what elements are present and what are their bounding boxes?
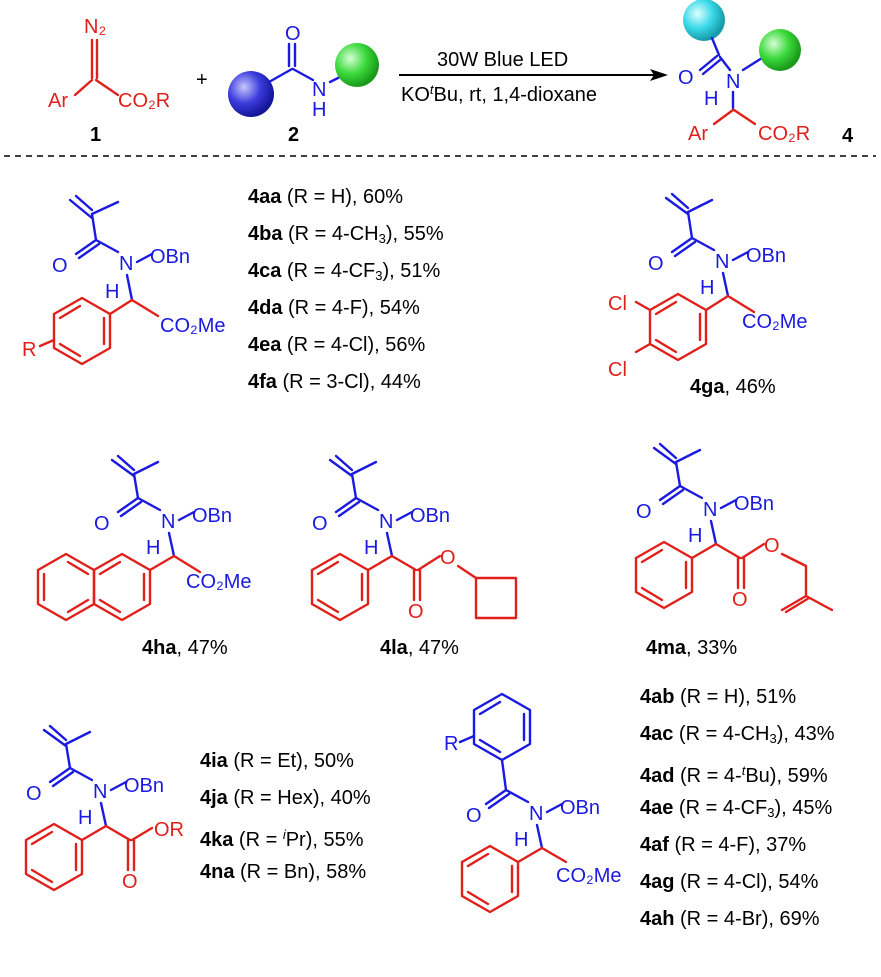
- label-obn: OBn: [410, 505, 450, 527]
- atom-co2r: CO₂R: [758, 123, 810, 145]
- atom-o: O: [648, 253, 664, 275]
- sphere-green-icon: [759, 29, 801, 71]
- compound-4ba: 4ba (R = 4-CH3), 55%: [248, 223, 444, 246]
- label-co2me: CO₂Me: [556, 865, 622, 887]
- compound-4da: 4da (R = 4-F), 54%: [248, 297, 420, 319]
- atom-h: H: [700, 277, 714, 299]
- atom-h: H: [688, 525, 702, 547]
- label-obn: OBn: [734, 493, 774, 515]
- atom-o: O: [94, 513, 110, 535]
- plus-sign: +: [196, 69, 208, 91]
- compound-4ad: 4ad (R = 4-tBu), 59%: [640, 763, 828, 787]
- label-obn: OBn: [560, 797, 600, 819]
- structure-4ga: O N OBn H CO₂Me Cl Cl: [608, 192, 808, 381]
- atom-o: O: [678, 67, 694, 89]
- series-1-list: 4aa (R = H), 60% 4ba (R = 4-CH3), 55% 4c…: [248, 186, 444, 408]
- atom-o: O: [440, 547, 456, 569]
- atom-h: H: [312, 99, 326, 121]
- atom-o: O: [312, 513, 328, 535]
- compound-4aa: 4aa (R = H), 60%: [248, 186, 404, 208]
- structure-4la: O N OBn H O O: [310, 454, 518, 623]
- compound-4af: 4af (R = 4-F), 37%: [640, 834, 807, 856]
- reagent-1-diazo: N₂ Ar CO₂R: [48, 16, 170, 112]
- atom-co2r: CO₂R: [118, 90, 170, 112]
- atom-h: H: [514, 829, 528, 851]
- compound-4ha: 4ha, 47%: [142, 637, 228, 659]
- compound-4ma: 4ma, 33%: [646, 637, 737, 659]
- compound-4la: 4la, 47%: [380, 637, 459, 659]
- compound-4ga: 4ga, 46%: [690, 376, 776, 398]
- label-or: OR: [154, 819, 184, 841]
- atom-ar: Ar: [48, 90, 68, 112]
- label-cl: Cl: [608, 359, 627, 381]
- series-3-list: 4ab (R = H), 51% 4ac (R = 4-CH3), 43% 4a…: [640, 686, 835, 945]
- label-r: R: [444, 733, 458, 755]
- sphere-blue-icon: [228, 71, 274, 117]
- label-obn: OBn: [124, 775, 164, 797]
- compound-4ja: 4ja (R = Hex), 40%: [200, 787, 371, 809]
- compound-4ab: 4ab (R = H), 51%: [640, 686, 797, 708]
- atom-n: N: [312, 79, 326, 101]
- atom-o: O: [732, 589, 748, 611]
- atom-n2: N₂: [84, 16, 106, 38]
- structure-series-3: R O N OBn H CO₂Me: [444, 692, 622, 914]
- label-obn: OBn: [150, 246, 190, 268]
- label-co2me: CO₂Me: [186, 571, 252, 593]
- label-obn: OBn: [192, 505, 232, 527]
- atom-o: O: [122, 871, 138, 893]
- sphere-green-icon: [335, 43, 379, 87]
- atom-h: H: [146, 537, 160, 559]
- atom-o: O: [466, 805, 482, 827]
- label-obn: OBn: [746, 245, 786, 267]
- atom-n: N: [93, 781, 107, 803]
- sphere-cyan-icon: [683, 0, 725, 41]
- product-number: 4: [842, 125, 854, 147]
- reagent-2-number: 2: [288, 124, 299, 146]
- atom-n: N: [703, 499, 717, 521]
- label-r: R: [22, 339, 36, 361]
- reaction-arrow: [399, 69, 668, 81]
- label-co2me: CO₂Me: [160, 315, 226, 337]
- structure-4ma: O N OBn H O O: [634, 442, 834, 614]
- label-co2me: CO₂Me: [742, 311, 808, 333]
- reagent-1-number: 1: [90, 124, 101, 146]
- atom-h: H: [78, 807, 92, 829]
- atom-n: N: [529, 803, 543, 825]
- atom-n: N: [726, 71, 740, 93]
- condition-base: KOtBu, rt, 1,4-dioxane: [401, 82, 597, 106]
- atom-n: N: [715, 251, 729, 273]
- compound-4ka: 4ka (R = iPr), 55%: [200, 827, 364, 851]
- compound-4ag: 4ag (R = 4-Cl), 54%: [640, 871, 819, 893]
- compound-4fa: 4fa (R = 3-Cl), 44%: [248, 371, 421, 393]
- structure-series-2: O N OBn H O OR: [24, 724, 184, 893]
- compound-4ac: 4ac (R = 4-CH3), 43%: [640, 723, 835, 746]
- compound-4na: 4na (R = Bn), 58%: [200, 861, 367, 883]
- atom-h: H: [105, 281, 119, 303]
- structure-series-1: O N OBn H CO₂Me R: [22, 194, 226, 366]
- compound-4ea: 4ea (R = 4-Cl), 56%: [248, 334, 426, 356]
- atom-h: H: [364, 537, 378, 559]
- atom-o: O: [285, 23, 301, 45]
- atom-o: O: [764, 535, 780, 557]
- atom-n: N: [379, 511, 393, 533]
- series-2-list: 4ia (R = Et), 50% 4ja (R = Hex), 40% 4ka…: [200, 750, 371, 898]
- atom-o: O: [408, 601, 424, 623]
- atom-o: O: [26, 783, 42, 805]
- atom-o: O: [52, 255, 68, 277]
- product-4: O N H Ar CO₂R: [678, 0, 810, 145]
- reagent-2-amide: O N H: [228, 23, 379, 121]
- condition-light: 30W Blue LED: [437, 49, 568, 71]
- atom-h: H: [704, 88, 718, 110]
- atom-n: N: [161, 511, 175, 533]
- atom-o: O: [636, 501, 652, 523]
- compound-4ae: 4ae (R = 4-CF3), 45%: [640, 797, 833, 820]
- compound-4ia: 4ia (R = Et), 50%: [200, 750, 354, 772]
- compound-4ca: 4ca (R = 4-CF3), 51%: [248, 260, 441, 283]
- compound-4ah: 4ah (R = 4-Br), 69%: [640, 908, 820, 930]
- label-cl: Cl: [608, 293, 627, 315]
- structure-4ha: O N OBn H CO₂Me: [36, 454, 252, 622]
- atom-ar: Ar: [688, 123, 708, 145]
- atom-n: N: [119, 253, 133, 275]
